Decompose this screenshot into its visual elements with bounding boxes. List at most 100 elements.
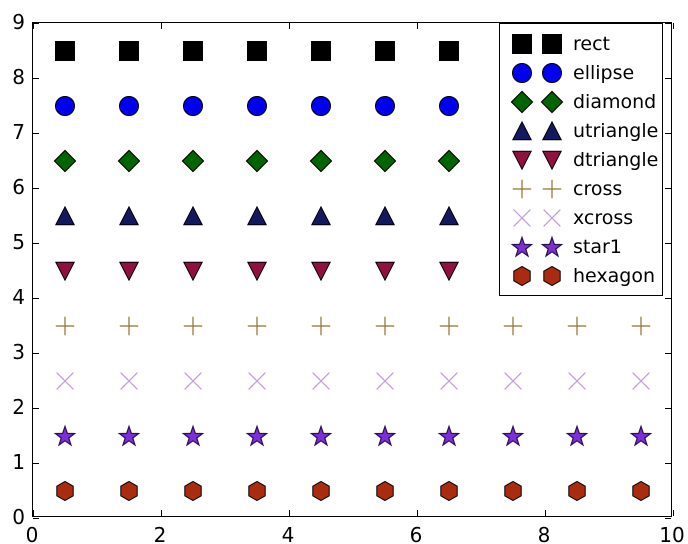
data-point-cross	[183, 316, 203, 336]
y-tick-mark-right	[665, 78, 671, 80]
data-point-diamond	[181, 149, 205, 172]
legend-item-utriangle[interactable]: utriangle	[507, 116, 659, 145]
data-point-xcross	[503, 371, 523, 391]
y-tick-mark	[33, 298, 39, 300]
marker-x	[512, 208, 532, 228]
y-tick-mark-right	[665, 243, 671, 245]
legend-label: utriangle	[573, 119, 659, 142]
legend-item-star1[interactable]: star1	[507, 232, 655, 261]
marker-star	[540, 235, 564, 258]
data-point-xcross	[119, 371, 139, 391]
data-point-ellipse	[183, 95, 203, 116]
data-point-utriangle	[438, 205, 460, 226]
legend-label: hexagon	[573, 264, 656, 287]
x-tick-mark	[417, 510, 419, 516]
data-point-ellipse	[311, 95, 331, 116]
legend-marker-dtriangle	[537, 145, 567, 174]
marker-plus	[542, 179, 562, 199]
x-tick-mark	[545, 510, 547, 516]
marker-hexagon	[542, 265, 562, 286]
data-point-star1	[53, 424, 77, 447]
legend-marker-dtriangle	[507, 145, 537, 174]
legend-item-diamond[interactable]: diamond	[507, 87, 656, 116]
data-point-hexagon	[375, 480, 395, 501]
legend-item-rect[interactable]: rect	[507, 29, 655, 58]
legend-item-hexagon[interactable]: hexagon	[507, 261, 655, 290]
legend-item-cross[interactable]: cross	[507, 174, 655, 203]
marker-triangle-down	[541, 150, 563, 170]
legend-item-xcross[interactable]: xcross	[507, 203, 655, 232]
data-point-star1	[309, 424, 333, 447]
x-tick-mark-top	[673, 23, 675, 29]
legend-marker-star1	[507, 232, 537, 261]
legend-marker-hexagon	[507, 261, 537, 290]
marker-diamond	[510, 90, 534, 113]
data-point-utriangle	[54, 205, 76, 226]
y-tick-label: 2	[12, 395, 25, 419]
data-point-cross	[375, 316, 395, 336]
data-point-diamond	[309, 149, 333, 172]
data-point-xcross	[631, 371, 651, 391]
data-point-xcross	[183, 371, 203, 391]
data-point-cross	[119, 316, 139, 336]
x-tick-mark	[673, 510, 675, 516]
legend-label: dtriangle	[573, 148, 659, 171]
legend-label: cross	[573, 177, 623, 200]
data-point-hexagon	[247, 480, 267, 501]
y-tick-mark	[33, 408, 39, 410]
y-tick-mark	[33, 463, 39, 465]
data-point-dtriangle	[54, 261, 76, 281]
marker-triangle-up	[511, 120, 533, 141]
y-tick-mark	[33, 133, 39, 135]
data-point-cross	[503, 316, 523, 336]
x-tick-mark-top	[161, 23, 163, 29]
marker-hexagon	[512, 265, 532, 286]
data-point-ellipse	[247, 95, 267, 116]
legend-item-ellipse[interactable]: ellipse	[507, 58, 655, 87]
marker-circle	[542, 62, 562, 83]
data-point-xcross	[247, 371, 267, 391]
data-point-hexagon	[567, 480, 587, 501]
y-tick-mark	[33, 78, 39, 80]
y-tick-mark-right	[665, 518, 671, 520]
y-tick-mark	[33, 23, 39, 25]
data-point-dtriangle	[310, 261, 332, 281]
x-tick-label: 0	[25, 523, 39, 544]
data-point-star1	[373, 424, 397, 447]
x-tick-mark	[161, 510, 163, 516]
x-tick-mark-top	[33, 23, 35, 29]
data-point-xcross	[567, 371, 587, 391]
data-point-utriangle	[374, 205, 396, 226]
data-point-cross	[55, 316, 75, 336]
data-point-utriangle	[310, 205, 332, 226]
data-point-star1	[501, 424, 525, 447]
data-point-cross	[631, 316, 651, 336]
data-point-ellipse	[55, 95, 75, 116]
y-tick-label: 9	[12, 10, 25, 34]
x-tick-label: 6	[409, 523, 423, 544]
legend-box[interactable]: rect ellipse diamond utriangle dtriangle cros…	[499, 23, 663, 296]
data-point-ellipse	[119, 95, 139, 116]
y-tick-mark-right	[665, 408, 671, 410]
data-point-cross	[567, 316, 587, 336]
y-tick-label: 0	[12, 505, 25, 529]
y-tick-label: 8	[12, 65, 25, 89]
data-point-diamond	[245, 149, 269, 172]
x-tick-mark-top	[417, 23, 419, 29]
y-tick-mark	[33, 518, 39, 520]
data-point-star1	[181, 424, 205, 447]
y-tick-label: 7	[12, 120, 25, 144]
marker-x	[542, 208, 562, 228]
legend-item-dtriangle[interactable]: dtriangle	[507, 145, 659, 174]
data-point-dtriangle	[118, 261, 140, 281]
legend-label: xcross	[573, 206, 634, 229]
legend-marker-ellipse	[507, 58, 537, 87]
marker-star	[510, 235, 534, 258]
legend-label: ellipse	[573, 61, 635, 84]
marker-triangle-up	[541, 120, 563, 141]
y-tick-mark-right	[665, 188, 671, 190]
marker-triangle-down	[511, 150, 533, 170]
data-point-utriangle	[182, 205, 204, 226]
data-point-ellipse	[375, 95, 395, 116]
marker-diamond	[540, 90, 564, 113]
